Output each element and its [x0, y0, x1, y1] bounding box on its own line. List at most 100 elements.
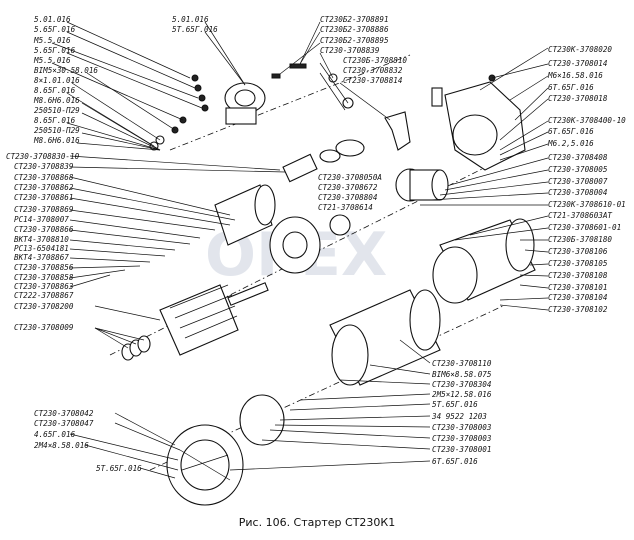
labels-left: 5.01.016 5.65Г.016 М5.5.016 5.65Г.016 М5…: [33, 15, 98, 145]
traction-relay: [431, 74, 526, 171]
label-right-9: СТ230-3708106: [548, 247, 608, 256]
label-right-3: СТ230-3708007: [548, 177, 608, 186]
label-bl-4: 2М4×8.58.016: [34, 441, 89, 450]
label-center-2: СТ230-3708839: [14, 162, 74, 171]
drive-housing: [214, 184, 276, 246]
drive-fork: [384, 111, 411, 151]
label-center-4: СТ230-3708862: [14, 183, 74, 192]
labels-top-right: СТ230Б2-3708891 СТ230Б2-3708886 СТ230Б2-…: [320, 15, 407, 85]
label-frt-7: 6Т.65Г.016: [548, 127, 594, 136]
label-leftmid-2: СТ230-3708009: [14, 323, 74, 332]
label-left-1: 5.01.016: [34, 15, 71, 24]
labels-center: СТ230-3708830-10 СТ230-3708839 СТ230-370…: [6, 152, 80, 300]
assembly-axis-main: [109, 149, 521, 356]
armature: [159, 282, 269, 356]
label-center-9: ВКТ4-3708810: [14, 235, 69, 244]
label-br-7: СТ230-3708003: [432, 423, 492, 432]
label-right-11: СТ230-3708108: [548, 271, 608, 280]
label-topright-2: СТ230Б2-3708886: [320, 25, 389, 34]
label-left-12: 250510-П29: [34, 126, 80, 135]
label-topmid-1: 5.01.016: [172, 15, 209, 24]
intermediate-plate: [269, 214, 351, 274]
solenoid-cover: [224, 82, 266, 125]
label-topright-4: СТ230-3708839: [320, 46, 380, 55]
label-center-3: СТ230-3708868: [14, 173, 74, 182]
label-center-11: ВКТ4-3708867: [14, 253, 69, 262]
label-left-3: М5.5.016: [33, 36, 71, 45]
label-right-7: СТ230-3708601-01: [548, 223, 621, 232]
label-left-8: 8.65Г.016: [34, 86, 76, 95]
label-right-6: СТ21-3708603АТ: [548, 211, 612, 220]
label-center-5: СТ230-3708861: [14, 193, 73, 202]
label-bl-1: СТ230-3708042: [34, 409, 94, 418]
label-center-13: СТ230-3708858: [14, 273, 74, 282]
commutator-end-cover: [166, 394, 285, 506]
label-left-4: 5.65Г.016: [34, 46, 76, 55]
label-br-2: ВIМ6×8.58.075: [432, 370, 492, 379]
plunger-assembly: [282, 139, 365, 183]
label-left-11: 8.65Г.016: [34, 116, 76, 125]
label-mrc-2: СТ230-3708672: [318, 183, 378, 192]
armature-washers: [121, 335, 151, 361]
label-center-8: СТ230-3708866: [14, 225, 74, 234]
label-frt-8: М6.2,5.016: [547, 139, 594, 148]
assembly-axis-lower: [149, 304, 506, 471]
label-br-5: 5Т.65Г.016: [432, 400, 478, 409]
label-frt-1: СТ230К-3708020: [548, 45, 612, 54]
label-leftmid-1: СТ230-3708200: [14, 302, 74, 311]
label-frt-5: СТ230-3708018: [548, 94, 608, 103]
label-br-10: 6Т.65Г.016: [432, 457, 478, 466]
label-topright-3: СТ230Б2-3708895: [320, 36, 389, 45]
labels-mid-right-center: СТ230-3708050А СТ230-3708672 СТ230-37088…: [318, 173, 382, 212]
label-frt-6: СТ230К-3708400-10: [548, 116, 626, 125]
label-left-10: 250510-П29: [34, 106, 80, 115]
label-right-12: СТ230-3708101: [548, 283, 607, 292]
label-topright-6: СТ230-3708832: [343, 66, 403, 75]
label-left-6: ВIМ5×30.58.016: [34, 66, 98, 75]
label-right-10: СТ230-3708105: [548, 259, 608, 268]
label-left-7: 8×1.01.016: [34, 76, 80, 85]
label-mrc-4: СТ21-3708614: [318, 203, 373, 212]
label-topmid-2: 5Т.65Г.016: [172, 25, 218, 34]
label-right-2: СТ230-3708005: [548, 165, 608, 174]
labels-bottom-left: СТ230-3708042 СТ230-3708047 4.65Г.016 2М…: [34, 409, 142, 473]
labels-far-right-top: СТ230К-3708020 СТ230-3708014 М6×16.58.01…: [547, 45, 626, 148]
labels-top-mid: 5.01.016 5Т.65Г.016: [172, 15, 218, 34]
label-br-4: 2М5×12.58.016: [432, 390, 492, 399]
label-left-9: М8.6Н6.016: [33, 96, 80, 105]
label-center-15: СТ222-3708867: [14, 291, 74, 300]
label-bl-2: СТ230-3708047: [34, 419, 94, 428]
label-frt-4: 6Т.65Г.016: [548, 83, 594, 92]
field-frame: [432, 218, 536, 304]
label-bl-3: 4.65Г.016: [34, 430, 76, 439]
label-left-13: М8.6Н6.016: [33, 136, 80, 145]
assembly-axis-top: [169, 54, 411, 151]
label-mrc-3: СТ230-3708804: [318, 193, 378, 202]
label-topright-5: СТ230Б-3708810: [343, 56, 407, 65]
label-center-7: РС14-3708007: [14, 215, 69, 224]
label-right-14: СТ230-3708102: [548, 305, 608, 314]
label-br-8: СТ230-3708003: [432, 434, 492, 443]
label-frt-3: М6×16.58.016: [547, 71, 603, 80]
label-br-6: 34 9522 1203: [431, 412, 487, 421]
label-mrc-1: СТ230-3708050А: [318, 173, 382, 182]
label-br-1: СТ230-3708110: [432, 359, 492, 368]
brush-holder: [329, 289, 441, 386]
label-right-1: СТ230-3708408: [548, 153, 608, 162]
label-left-5: М5.5.016: [33, 56, 71, 65]
label-br-3: СТ230-3708304: [432, 380, 492, 389]
label-topright-1: СТ230Б2-3708891: [320, 15, 389, 24]
label-br-9: СТ230-3708001: [432, 445, 491, 454]
label-frt-2: СТ230-3708014: [548, 59, 608, 68]
figure-caption: Рис. 106. Стартер СТ230К1: [238, 516, 396, 529]
label-topright-7: СТ230-3708814: [343, 76, 403, 85]
label-center-10: РС13-6504181: [14, 244, 69, 253]
label-left-2: 5.65Г.016: [34, 25, 76, 34]
label-center-1: СТ230-3708830-10: [6, 152, 80, 161]
labels-left-mid: СТ230-3708200 СТ230-3708009: [14, 302, 74, 332]
labels-bottom-right: СТ230-3708110 ВIМ6×8.58.075 СТ230-370830…: [431, 359, 492, 466]
label-center-14: СТ230-3708863: [14, 282, 74, 291]
label-center-12: СТ230-3708856: [14, 263, 74, 272]
label-bl-5: 5Т.65Г.016: [96, 464, 142, 473]
label-center-6: СТ230-3708869: [14, 205, 74, 214]
